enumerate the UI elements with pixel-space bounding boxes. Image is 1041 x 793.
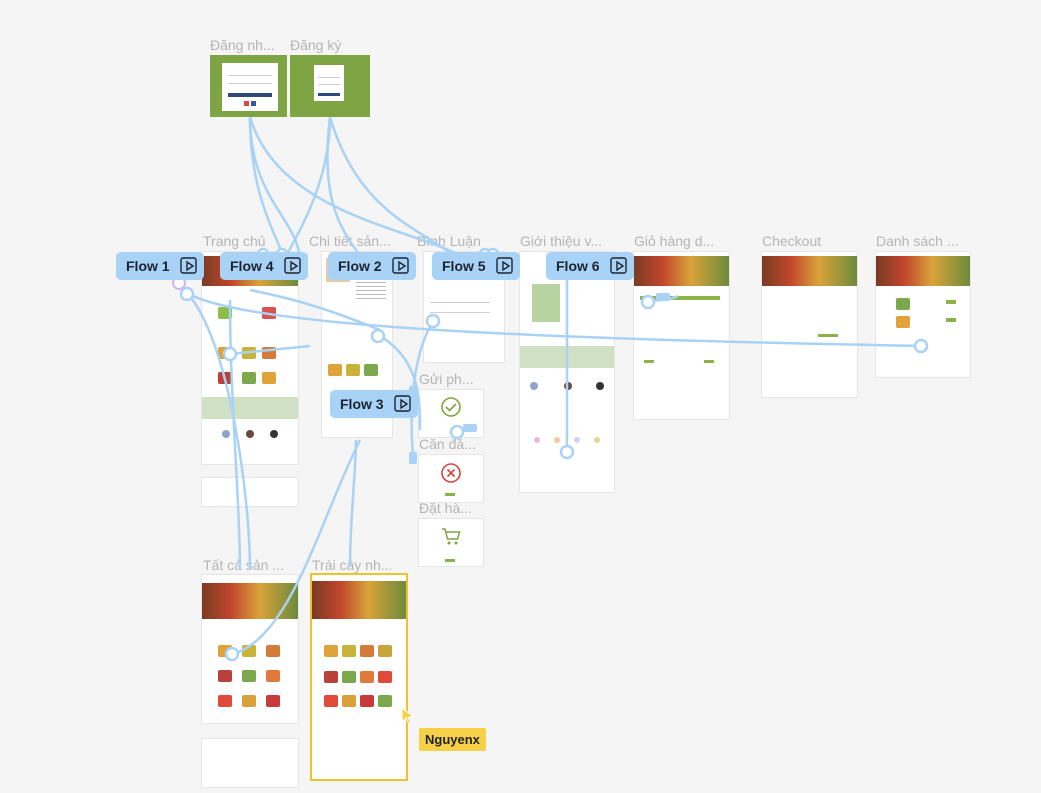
frame-danh-sach[interactable]	[876, 252, 970, 377]
frame-label-trai-cay[interactable]: Trái cây nh...	[312, 557, 393, 573]
frame-label-trang-chu[interactable]: Trang chủ	[203, 233, 266, 249]
frame-checkout[interactable]	[762, 252, 857, 397]
flow-1-button[interactable]: Flow 1	[116, 252, 204, 280]
flow-2-button[interactable]: Flow 2	[328, 252, 416, 280]
frame-label-binh-luan[interactable]: Bình Luận	[417, 233, 481, 249]
play-icon	[610, 257, 627, 274]
frame-trai-cay[interactable]	[310, 573, 408, 781]
frame-label-gioi-thieu[interactable]: Giới thiệu v...	[520, 233, 603, 249]
frame-label-can-da[interactable]: Căn đă...	[419, 436, 476, 452]
frame-label-dang-ky[interactable]: Đăng ký	[290, 37, 342, 53]
collaborator-cursor-label: Nguyenx	[419, 728, 486, 751]
cart-icon	[442, 528, 461, 545]
flow-5-button[interactable]: Flow 5	[432, 252, 520, 280]
flow-6-label: Flow 6	[556, 258, 600, 274]
play-icon	[496, 257, 513, 274]
frame-gio-hang[interactable]	[634, 252, 729, 419]
frame-trang-chu-footer	[202, 478, 298, 506]
play-icon	[284, 257, 301, 274]
flow-3-button[interactable]: Flow 3	[330, 390, 418, 418]
check-circle-icon	[441, 397, 461, 417]
play-icon	[180, 257, 197, 274]
frame-dang-ky[interactable]	[290, 55, 370, 117]
frame-tat-ca-footer	[202, 739, 298, 787]
play-icon	[394, 395, 411, 412]
frame-tat-ca[interactable]	[202, 575, 298, 723]
flow-1-label: Flow 1	[126, 258, 170, 274]
flow-4-button[interactable]: Flow 4	[220, 252, 308, 280]
frame-label-gui-ph[interactable]: Gửi ph...	[419, 371, 474, 387]
frame-label-danh-sach[interactable]: Danh sách ...	[876, 233, 959, 249]
play-icon	[392, 257, 409, 274]
frame-trang-chu[interactable]	[202, 252, 298, 464]
cursor-pointer-icon	[401, 707, 416, 725]
card-dat-ha[interactable]	[419, 519, 483, 566]
frame-label-chi-tiet[interactable]: Chi tiết sản...	[309, 233, 391, 249]
flow-5-label: Flow 5	[442, 258, 486, 274]
frame-gioi-thieu[interactable]	[520, 252, 614, 492]
frame-label-gio-hang[interactable]: Giỏ hàng d...	[634, 233, 715, 249]
frame-label-tat-ca[interactable]: Tất cả sản ...	[203, 557, 284, 573]
card-can-da[interactable]	[419, 455, 483, 502]
card-gui-ph[interactable]	[419, 390, 483, 437]
flow-3-label: Flow 3	[340, 396, 384, 412]
flow-4-label: Flow 4	[230, 258, 274, 274]
flow-6-button[interactable]: Flow 6	[546, 252, 634, 280]
x-circle-icon	[441, 463, 461, 483]
register-card	[314, 65, 344, 101]
frame-dang-nhap[interactable]	[210, 55, 287, 117]
flow-2-label: Flow 2	[338, 258, 382, 274]
frame-label-dang-nhap[interactable]: Đăng nh...	[210, 37, 275, 53]
login-card	[222, 63, 278, 111]
frame-label-checkout[interactable]: Checkout	[762, 233, 822, 249]
frame-label-dat-ha[interactable]: Đặt hà...	[419, 500, 472, 516]
